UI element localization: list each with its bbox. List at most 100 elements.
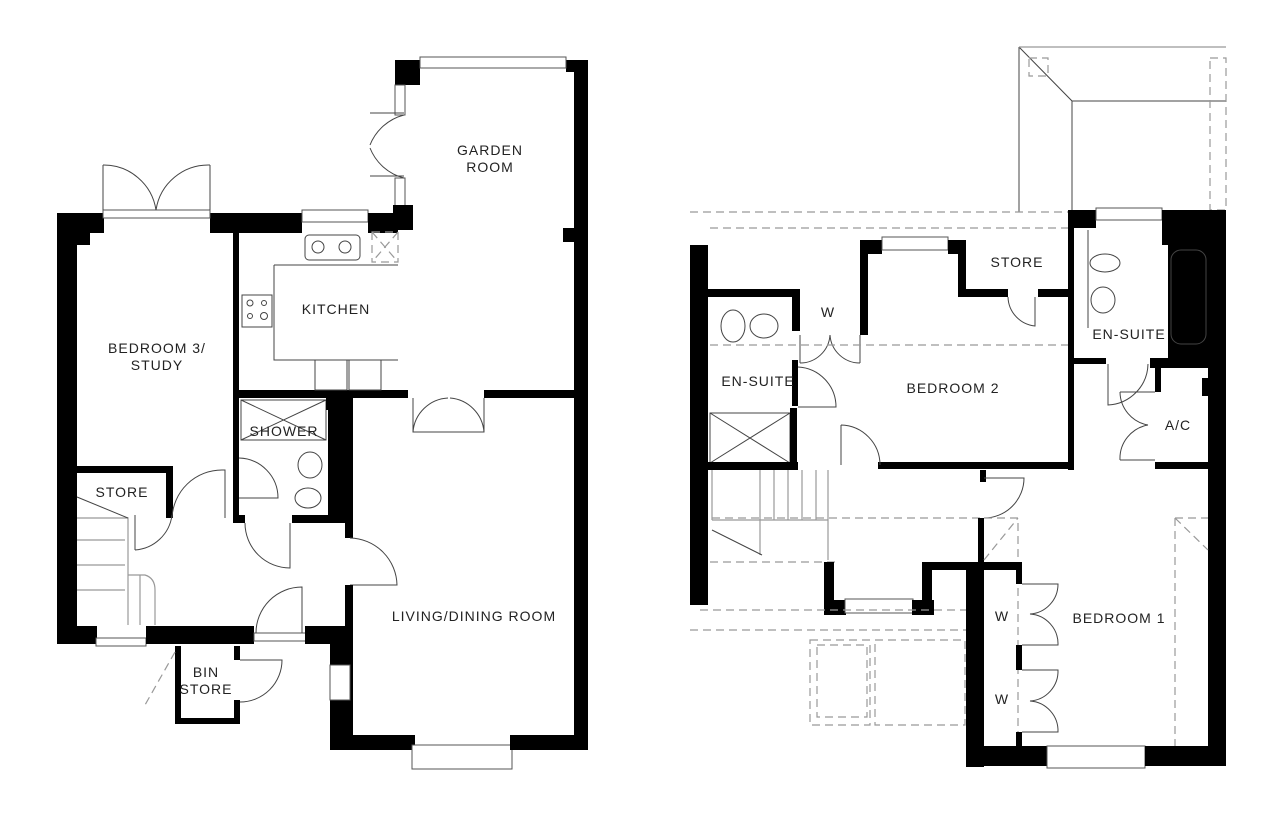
wall [708,462,798,470]
wall [878,462,1073,469]
window [1095,207,1163,221]
french-door [102,209,211,219]
boiler [371,231,399,263]
wall [77,466,172,473]
window [329,664,351,701]
door-swing [369,112,405,179]
sink-bowl [311,240,325,254]
wall [395,60,420,85]
wall [1168,240,1208,360]
wall [166,466,173,518]
wall [234,700,240,724]
wall [234,646,240,660]
label-bedroom3-1: BEDROOM 3/ [108,340,206,356]
window [419,56,567,69]
wc-icon [294,487,322,509]
first-floor-plan [690,46,1227,769]
wall [368,213,398,233]
wall [345,398,353,538]
wall [233,230,239,470]
wall [563,228,575,242]
wall [922,562,932,615]
eaves-line [690,609,980,631]
wc-icon [1089,253,1121,273]
wall [233,515,245,523]
door-swing [244,522,291,569]
slope-line [983,517,1019,750]
label-bin-store-2: STORE [180,681,233,697]
sink-bowl [338,240,352,254]
label-wardrobe-1: W [995,608,1009,624]
wall [980,470,986,482]
label-ac: A/C [1165,417,1191,433]
wardrobe-door-swing [1022,669,1059,733]
wall [292,515,348,523]
wall [792,289,800,331]
label-kitchen: KITCHEN [302,301,370,317]
stair-break-line [76,496,129,519]
basin-icon [1090,286,1116,314]
wall [790,408,797,468]
wall [1145,746,1226,766]
wall [328,395,348,520]
wall [175,718,240,724]
wall [1016,732,1022,750]
wall [1150,358,1208,368]
eaves-line [690,211,1070,229]
slope-line [710,517,980,563]
wc-icon [720,309,746,343]
appliance [314,359,348,391]
wall [860,240,868,335]
label-wardrobe: W [821,304,835,320]
wall [77,230,90,245]
wall [824,562,834,615]
wall-east [1208,210,1226,765]
wall [792,360,798,406]
living-door-swing [349,537,398,586]
wall [860,240,882,254]
wall [330,735,415,750]
wall [966,746,1048,766]
door-swing [983,477,1025,519]
label-bedroom2: BEDROOM 2 [906,380,999,396]
stairs [77,517,156,625]
stairs [711,470,829,560]
wall [978,518,984,563]
wall [1155,462,1208,469]
label-wardrobe-2: W [995,691,1009,707]
window [844,598,914,614]
wall [233,390,408,398]
roof-gutter [1209,57,1227,211]
appliance [348,359,382,391]
wall [1068,210,1096,228]
cupboard-door-swing [1119,391,1155,461]
porch-roof-inner [816,644,868,718]
label-ensuite-left: EN-SUITE [721,373,794,389]
wall [824,600,846,615]
stair-rail [712,519,828,555]
basin-icon [297,451,323,479]
door-swing [1007,296,1036,327]
window [1046,745,1146,769]
wall-west [57,213,77,643]
wall [1016,562,1022,584]
wall [210,213,302,233]
door-swing [238,457,279,499]
window [411,744,513,770]
wardrobe-door-swing [799,334,861,364]
door-swing [797,366,837,408]
bay-roof [874,639,966,726]
hob-ring [260,312,268,320]
wall [1016,645,1022,670]
door-swing [102,164,211,211]
wall [175,646,181,724]
wall [1068,358,1106,364]
label-ensuite-right: EN-SUITE [1092,326,1165,342]
stair-break-line [711,529,763,556]
shower-tray-cross [709,412,791,464]
label-store: STORE [96,484,149,500]
door-swing [1107,363,1149,406]
label-garden-room-1: GARDEN [457,142,523,158]
wall [1155,362,1161,392]
